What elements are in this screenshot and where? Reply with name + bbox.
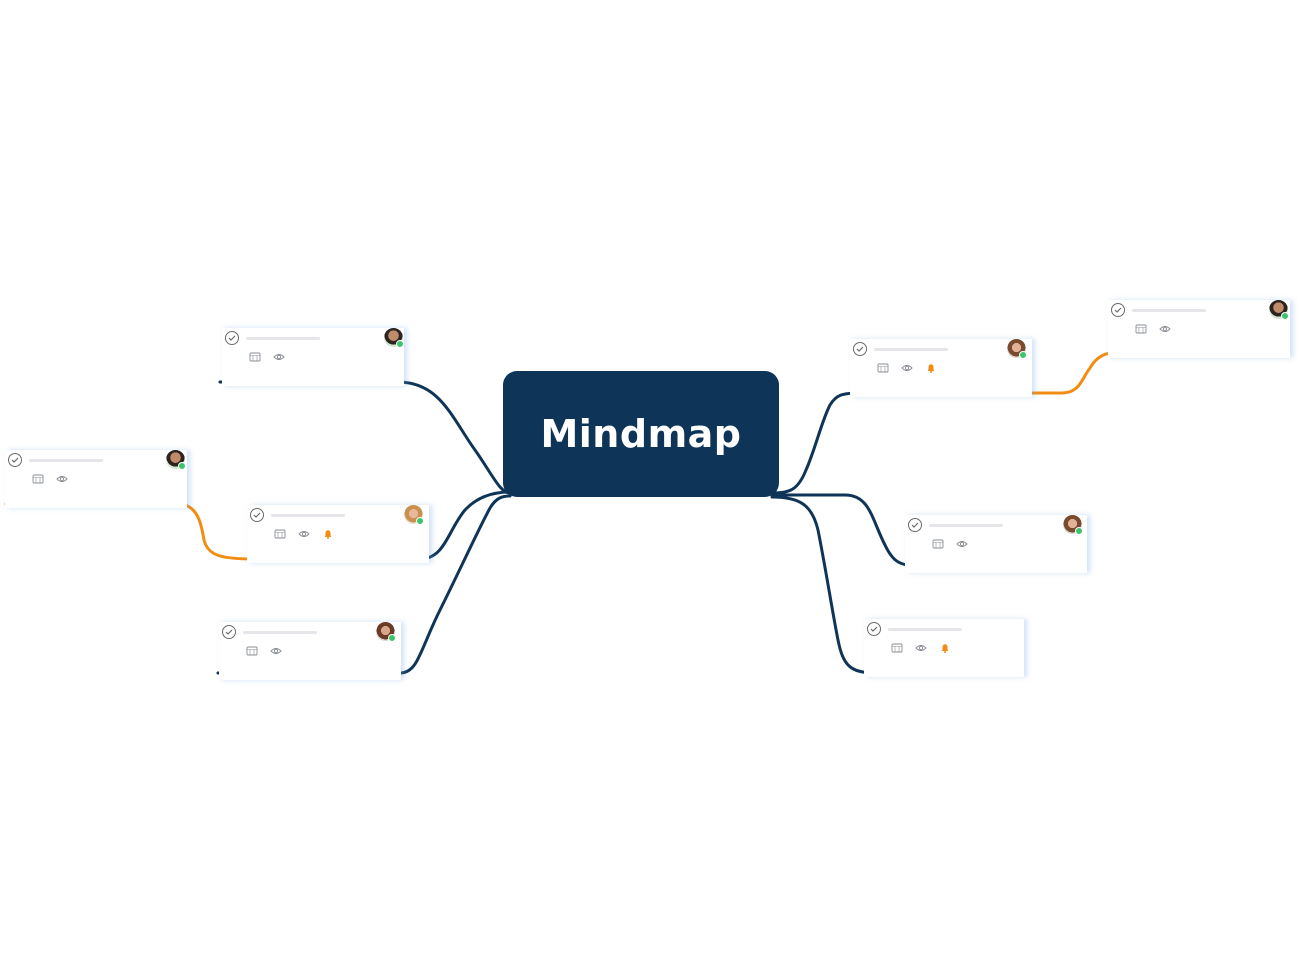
accent-connector-line bbox=[4, 502, 257, 561]
task-node[interactable] bbox=[850, 339, 1032, 397]
connector-line bbox=[218, 380, 512, 495]
bell-icon[interactable] bbox=[322, 529, 334, 539]
central-node-label: Mindmap bbox=[540, 412, 742, 456]
calendar-icon[interactable] bbox=[932, 539, 944, 549]
task-node[interactable] bbox=[5, 450, 187, 508]
eye-icon[interactable] bbox=[901, 363, 913, 373]
task-node[interactable] bbox=[219, 622, 401, 680]
title-placeholder bbox=[874, 348, 948, 351]
title-placeholder bbox=[243, 631, 317, 634]
title-placeholder bbox=[29, 459, 103, 462]
connector-line bbox=[253, 490, 512, 561]
assignee-avatar[interactable] bbox=[1007, 339, 1027, 359]
check-icon[interactable] bbox=[250, 508, 264, 522]
calendar-icon[interactable] bbox=[246, 646, 258, 656]
eye-icon[interactable] bbox=[956, 539, 968, 549]
task-node[interactable] bbox=[1108, 300, 1290, 358]
bell-icon[interactable] bbox=[925, 363, 937, 373]
check-icon[interactable] bbox=[853, 342, 867, 356]
calendar-icon[interactable] bbox=[1135, 324, 1147, 334]
eye-icon[interactable] bbox=[270, 646, 282, 656]
assignee-avatar[interactable] bbox=[384, 328, 404, 348]
check-icon[interactable] bbox=[225, 331, 239, 345]
assignee-avatar[interactable] bbox=[166, 450, 186, 470]
accent-connector-line bbox=[1020, 350, 1286, 395]
task-node[interactable] bbox=[247, 505, 429, 563]
title-placeholder bbox=[1132, 309, 1206, 312]
assignee-avatar[interactable] bbox=[1269, 300, 1289, 320]
assignee-avatar[interactable] bbox=[1063, 515, 1083, 535]
calendar-icon[interactable] bbox=[249, 352, 261, 362]
task-node[interactable] bbox=[222, 328, 404, 386]
title-placeholder bbox=[929, 524, 1003, 527]
connector-line bbox=[216, 494, 512, 675]
calendar-icon[interactable] bbox=[274, 529, 286, 539]
assignee-avatar[interactable] bbox=[376, 622, 396, 642]
calendar-icon[interactable] bbox=[891, 643, 903, 653]
eye-icon[interactable] bbox=[1159, 324, 1171, 334]
title-placeholder bbox=[888, 628, 962, 631]
connector-line bbox=[770, 391, 1024, 495]
check-icon[interactable] bbox=[222, 625, 236, 639]
calendar-icon[interactable] bbox=[877, 363, 889, 373]
check-icon[interactable] bbox=[867, 622, 881, 636]
check-icon[interactable] bbox=[908, 518, 922, 532]
bell-icon[interactable] bbox=[939, 643, 951, 653]
eye-icon[interactable] bbox=[273, 352, 285, 362]
calendar-icon[interactable] bbox=[32, 474, 44, 484]
eye-icon[interactable] bbox=[56, 474, 68, 484]
eye-icon[interactable] bbox=[915, 643, 927, 653]
task-node[interactable] bbox=[905, 515, 1087, 573]
central-node[interactable]: Mindmap bbox=[503, 371, 779, 497]
title-placeholder bbox=[246, 337, 320, 340]
title-placeholder bbox=[271, 514, 345, 517]
assignee-avatar[interactable] bbox=[404, 505, 424, 525]
connector-line bbox=[770, 495, 1020, 675]
check-icon[interactable] bbox=[1111, 303, 1125, 317]
check-icon[interactable] bbox=[8, 453, 22, 467]
eye-icon[interactable] bbox=[298, 529, 310, 539]
task-node[interactable] bbox=[864, 619, 1024, 677]
